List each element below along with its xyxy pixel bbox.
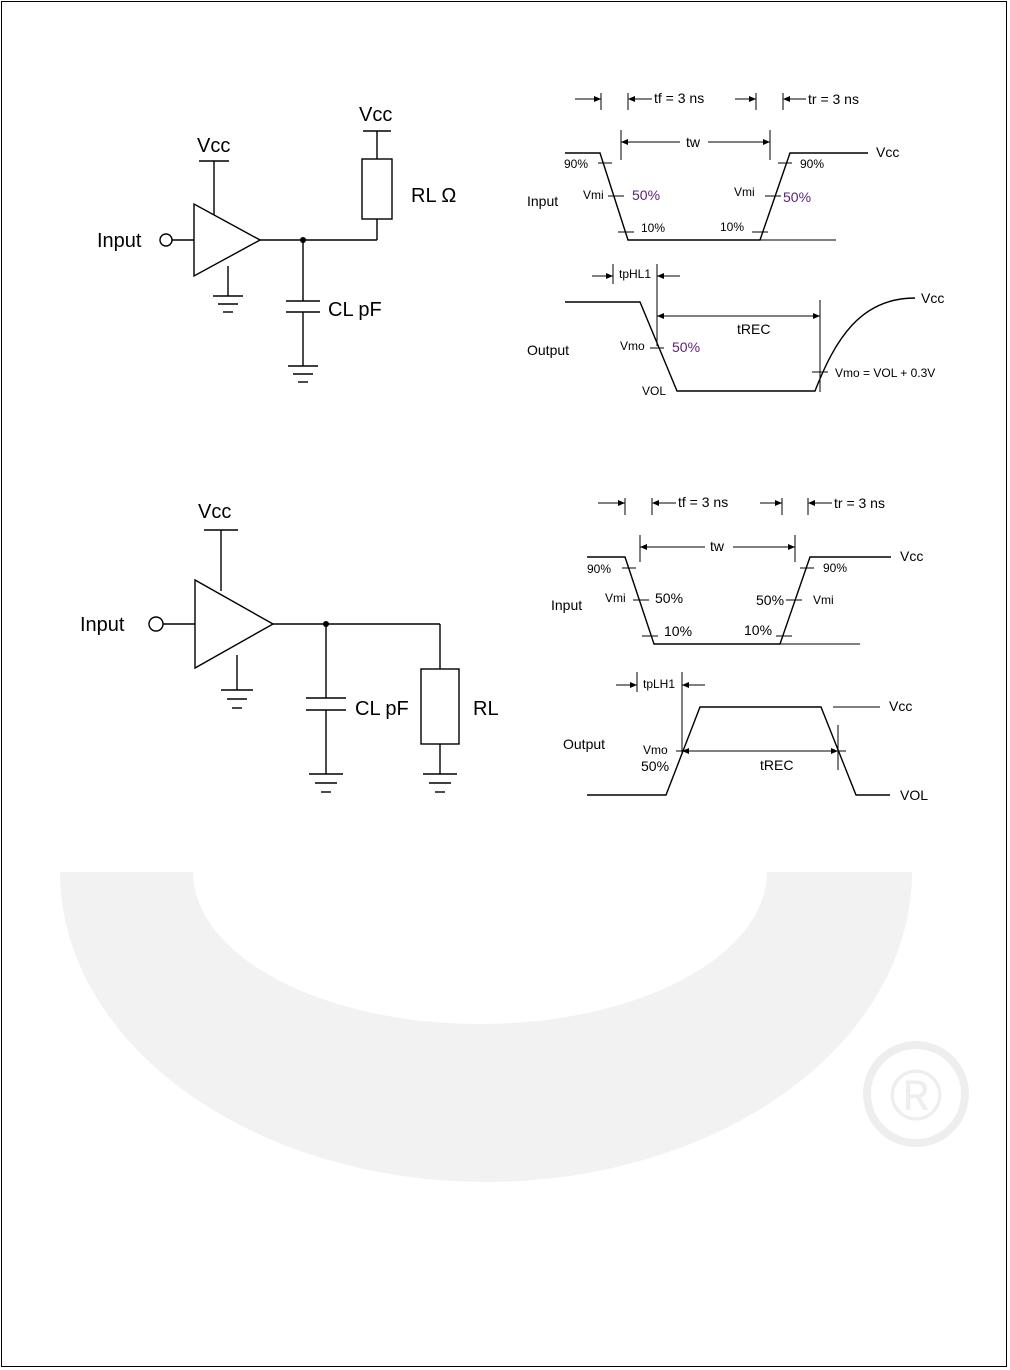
t1-10-left: 10%	[641, 221, 665, 235]
circuit2-load-resistor	[420, 668, 460, 745]
circuit1-input-terminal	[159, 233, 173, 247]
circuit2-input-terminal	[148, 616, 164, 632]
circuit1-buffer-symbol	[193, 202, 262, 278]
t2-10-left: 10%	[664, 623, 692, 639]
t1-output-label: Output	[527, 342, 569, 358]
circuit-1-high-to-low: Input Vcc Vcc RL Ω CL	[97, 104, 456, 383]
t2-50-right: 50%	[756, 592, 784, 608]
circuit1-vcc-load-label: Vcc	[359, 104, 392, 126]
t1-trec-label: tREC	[737, 321, 770, 337]
t1-input-label: Input	[527, 193, 558, 209]
circuit-2-low-to-high: Input Vcc CL pF	[80, 501, 499, 793]
t1-vmi-left: Vmi	[583, 188, 604, 202]
t1-tw-label: tw	[686, 134, 701, 150]
watermark-registered-circle	[863, 1041, 969, 1147]
circuit1-rl-label: RL Ω	[411, 185, 456, 207]
t1-tphl-label: tpHL1	[619, 267, 651, 281]
t1-input-waveform	[565, 152, 868, 241]
timing-diagram-2: tf = 3 ns tr = 3 ns tw Vcc 90% 90% Vmi V…	[551, 494, 928, 803]
watermark-arc	[60, 872, 912, 1182]
t1-output-waveform	[565, 297, 916, 392]
t2-tplh-label: tpLH1	[643, 677, 675, 691]
t1-out-vcc-label: Vcc	[921, 290, 944, 306]
t2-input-waveform	[587, 556, 891, 645]
t1-90-left: 90%	[564, 157, 588, 171]
t2-90-right: 90%	[823, 561, 847, 575]
t1-vol-label: VOL	[642, 384, 666, 398]
t1-vmo-label: Vmo	[620, 339, 645, 353]
circuit2-vcc-label: Vcc	[198, 501, 231, 523]
t2-out-vcc-label: Vcc	[889, 698, 912, 714]
t1-vmo-eq-label: Vmo = VOL + 0.3V	[835, 366, 935, 380]
circuit2-buffer-symbol	[194, 578, 275, 670]
t2-input-label: Input	[551, 597, 582, 613]
t1-50-right: 50%	[783, 189, 811, 205]
t2-50-left: 50%	[655, 590, 683, 606]
t2-output-waveform	[587, 706, 890, 796]
t1-vmi-right: Vmi	[734, 185, 755, 199]
circuit1-vcc-amp-label: Vcc	[197, 135, 230, 157]
t2-10-right: 10%	[744, 622, 772, 638]
circuit2-rl-label: RL	[473, 698, 499, 720]
watermark: ®	[60, 872, 969, 1182]
t2-90-left: 90%	[587, 562, 611, 576]
t1-10-right: 10%	[720, 220, 744, 234]
timing-diagram-1: tf = 3 ns tr = 3 ns tw Vcc 90% 90%	[527, 90, 944, 398]
t1-tr-label: tr = 3 ns	[808, 91, 859, 107]
t2-vcc-label: Vcc	[900, 548, 923, 564]
t2-tr-label: tr = 3 ns	[834, 495, 885, 511]
t1-50-left: 50%	[632, 187, 660, 203]
t2-vmo-label: Vmo	[643, 743, 668, 757]
t2-trec-label: tREC	[760, 757, 793, 773]
t1-90-right: 90%	[800, 157, 824, 171]
circuit1-input-label: Input	[97, 230, 142, 252]
circuit2-input-label: Input	[80, 614, 125, 636]
t2-output-label: Output	[563, 736, 605, 752]
t1-50-out: 50%	[672, 339, 700, 355]
t2-vmi-left: Vmi	[605, 591, 626, 605]
circuit1-load-resistor	[361, 158, 393, 220]
t2-tw-label: tw	[710, 538, 725, 554]
circuit2-cl-label: CL pF	[355, 698, 409, 720]
t1-vcc-label: Vcc	[876, 144, 899, 160]
watermark-registered-mark: ®	[889, 1056, 942, 1136]
circuit1-cl-label: CL pF	[328, 299, 382, 321]
t2-vmi-right: Vmi	[813, 593, 834, 607]
t2-vol-label: VOL	[900, 787, 928, 803]
t2-50-out: 50%	[641, 758, 669, 774]
t1-tf-label: tf = 3 ns	[654, 90, 704, 106]
t2-tf-label: tf = 3 ns	[678, 494, 728, 510]
